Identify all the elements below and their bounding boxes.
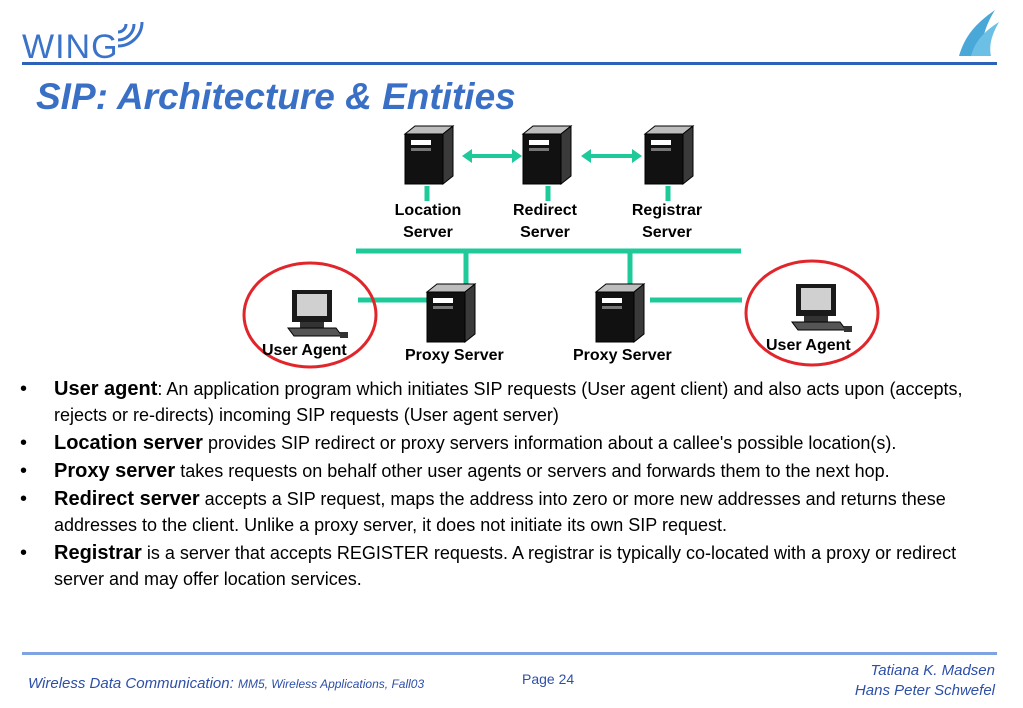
user-agent-left-label: User Agent [262, 342, 347, 359]
redirect-server-icon [522, 125, 572, 185]
page-number: Page 24 [522, 671, 575, 687]
user-agent-left-icon [287, 289, 349, 339]
user-agent-right-highlight [744, 259, 880, 367]
user-agent-right-label: User Agent [766, 337, 851, 354]
wing-logo-text: WING [22, 28, 119, 66]
list-item: • User agent: An application program whi… [20, 378, 963, 425]
footer-authors: Tatiana K. Madsen Hans Peter Schwefel [854, 662, 995, 699]
proxy-server-right-icon [595, 283, 645, 343]
wing-signal-icon [117, 21, 144, 48]
sip-architecture-diagram [242, 125, 880, 369]
definition-list: • User agent: An application program whi… [18, 376, 1008, 594]
user-agent-right-icon [791, 283, 853, 333]
list-item: • Location server provides SIP redirect … [20, 432, 897, 454]
list-item: • Registrar is a server that accepts REG… [20, 542, 957, 589]
proxy-server-left-label: Proxy Server [405, 347, 504, 364]
registrar-server-icon [644, 125, 694, 185]
user-agent-left-highlight [242, 261, 378, 369]
page-title: SIP: Architecture & Entities [36, 76, 516, 117]
location-server-icon [404, 125, 454, 185]
list-item: • Proxy server takes requests on behalf … [20, 460, 890, 482]
header-rule [22, 62, 997, 65]
footer-course: Wireless Data Communication: MM5, Wirele… [28, 675, 425, 692]
proxy-server-left-icon [426, 283, 476, 343]
proxy-server-right-label: Proxy Server [573, 347, 672, 364]
university-logo-icon [959, 10, 999, 56]
footer-rule [22, 652, 997, 655]
list-item: • Redirect server accepts a SIP request,… [20, 488, 946, 535]
